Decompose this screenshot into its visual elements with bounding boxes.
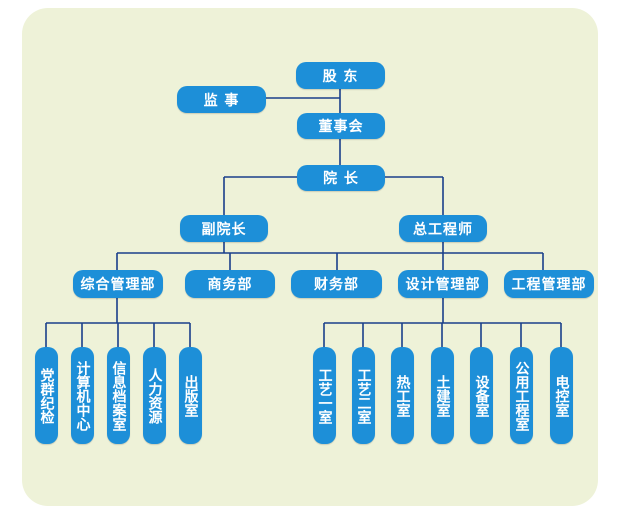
node-office-information-archives: 信息档案室: [107, 347, 130, 444]
node-office-process-1: 工艺一室: [313, 347, 336, 444]
node-office-electrical-control: 电控室: [550, 347, 573, 444]
node-office-equipment: 设备室: [470, 347, 493, 444]
node-dept-design-management: 设计管理部: [398, 270, 488, 298]
node-office-process-2: 工艺二室: [352, 347, 375, 444]
node-chief-engineer: 总工程师: [399, 215, 487, 242]
node-office-publishing: 出版室: [179, 347, 202, 444]
node-president: 院 长: [297, 165, 385, 191]
node-dept-general-management: 综合管理部: [73, 270, 163, 298]
node-dept-engineering-management: 工程管理部: [504, 270, 594, 298]
node-dept-finance: 财务部: [291, 270, 382, 298]
node-vice-president: 副院长: [180, 215, 268, 242]
node-board: 董事会: [297, 113, 385, 139]
node-office-computer-center: 计算机中心: [71, 347, 94, 444]
node-office-party-discipline: 党群纪检: [35, 347, 58, 444]
node-office-civil: 土建室: [431, 347, 454, 444]
node-supervisors: 监 事: [177, 86, 266, 113]
node-office-utility-engineering: 公用工程室: [510, 347, 533, 444]
node-shareholders: 股 东: [296, 62, 385, 89]
node-dept-business: 商务部: [185, 270, 275, 298]
node-office-human-resources: 人力资源: [143, 347, 166, 444]
node-office-thermal: 热工室: [391, 347, 414, 444]
